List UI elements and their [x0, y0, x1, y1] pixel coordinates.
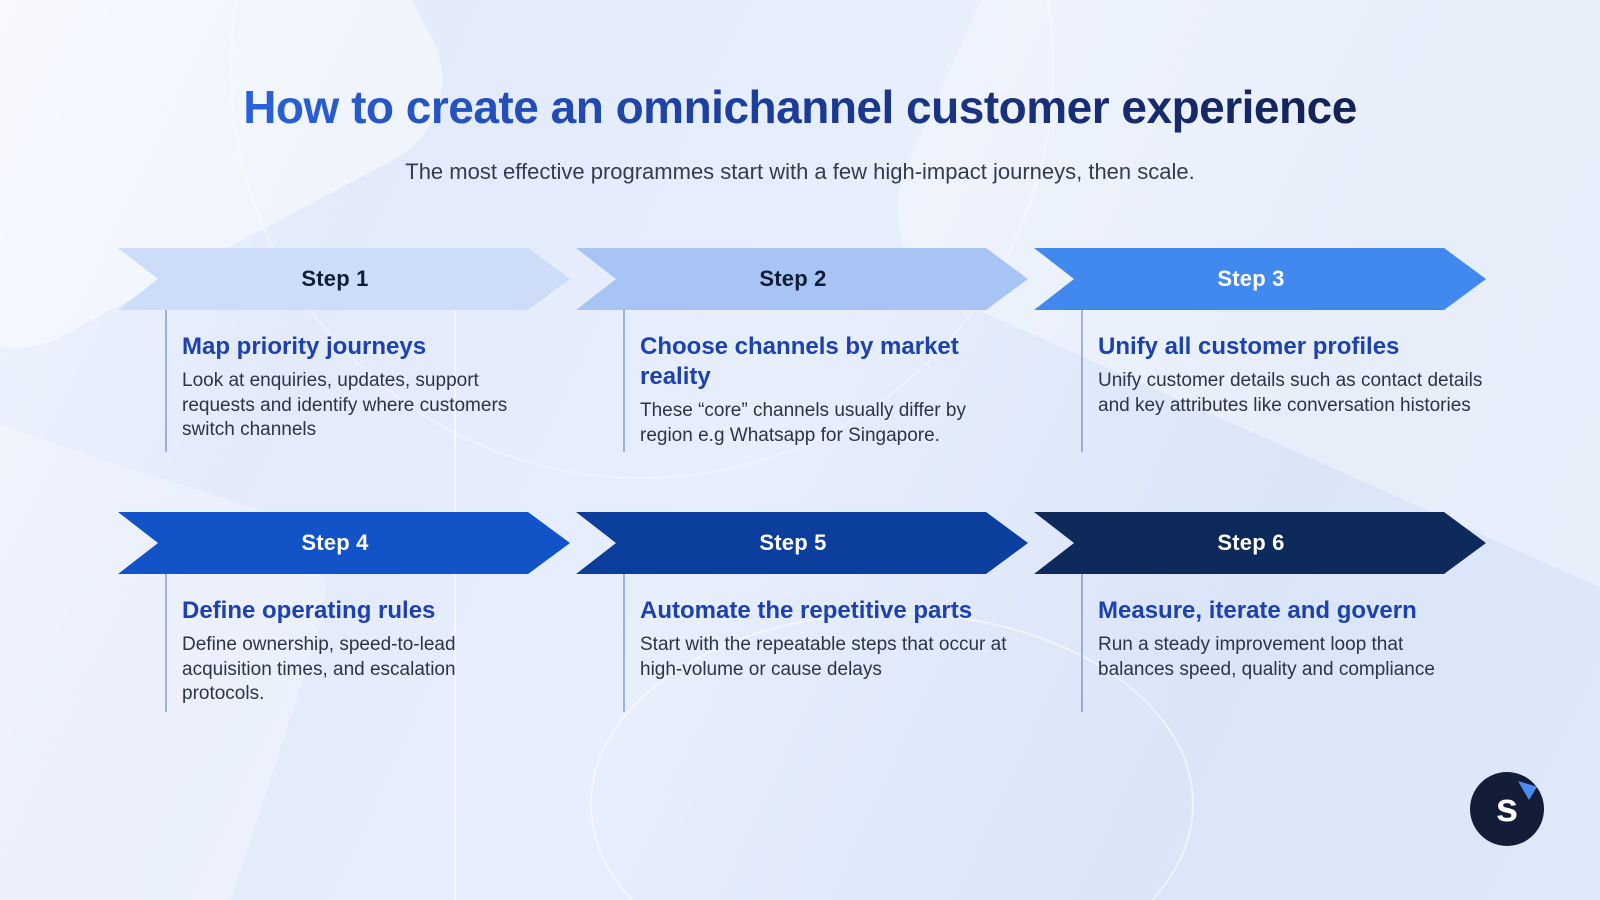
- step-4-heading: Define operating rules: [182, 597, 436, 624]
- page-subtitle: The most effective programmes start with…: [405, 159, 1195, 184]
- step-4-label: Step 4: [301, 530, 369, 555]
- page-title: How to create an omnichannel customer ex…: [0, 82, 1600, 133]
- step-3-connector-line: [1081, 310, 1083, 452]
- step-6-description: Run a steady improvement loop that balan…: [1098, 634, 1435, 680]
- step-4-description: Define ownership, speed-to-lead acquisit…: [182, 634, 456, 705]
- step-1-description: Look at enquiries, updates, support requ…: [182, 370, 508, 441]
- step-2-heading: Choose channels by market reality: [640, 333, 959, 390]
- step-2-cell: Step 2 Choose channels by market reality…: [576, 248, 1046, 508]
- step-4-cell: Step 4 Define operating rules Define own…: [118, 512, 588, 772]
- step-2-banner: Step 2: [576, 248, 1028, 310]
- step-6-label: Step 6: [1217, 530, 1285, 555]
- step-3-heading: Unify all customer profiles: [1098, 333, 1400, 360]
- step-1-banner: Step 1: [118, 248, 570, 310]
- step-6-cell: Step 6 Measure, iterate and govern Run a…: [1034, 512, 1504, 772]
- step-5-banner: Step 5: [576, 512, 1028, 574]
- step-5-description: Start with the repeatable steps that occ…: [640, 634, 1007, 680]
- step-5-connector-line: [623, 574, 625, 712]
- step-6-connector-line: [1081, 574, 1083, 712]
- step-2-connector-line: [623, 310, 625, 452]
- step-1-cell: Step 1 Map priority journeys Look at enq…: [118, 248, 588, 508]
- step-5-heading: Automate the repetitive parts: [640, 597, 973, 624]
- step-2-description: These “core” channels usually differ by …: [640, 400, 966, 446]
- step-3-description: Unify customer details such as contact d…: [1098, 370, 1483, 416]
- brand-logo-letter: s: [1495, 786, 1519, 830]
- step-1-connector-line: [165, 310, 167, 452]
- step-5-cell: Step 5 Automate the repetitive parts Sta…: [576, 512, 1046, 772]
- step-3-banner: Step 3: [1034, 248, 1486, 310]
- step-6-heading: Measure, iterate and govern: [1098, 597, 1417, 624]
- step-4-banner: Step 4: [118, 512, 570, 574]
- step-3-label: Step 3: [1217, 266, 1285, 291]
- brand-logo-triangle-icon: [1518, 781, 1537, 800]
- step-5-label: Step 5: [759, 530, 827, 555]
- step-3-cell: Step 3 Unify all customer profiles Unify…: [1034, 248, 1504, 508]
- brand-logo: s: [1470, 772, 1544, 846]
- step-6-banner: Step 6: [1034, 512, 1486, 574]
- step-1-heading: Map priority journeys: [182, 333, 427, 360]
- step-4-connector-line: [165, 574, 167, 712]
- step-2-label: Step 2: [759, 266, 827, 291]
- step-1-label: Step 1: [301, 266, 369, 291]
